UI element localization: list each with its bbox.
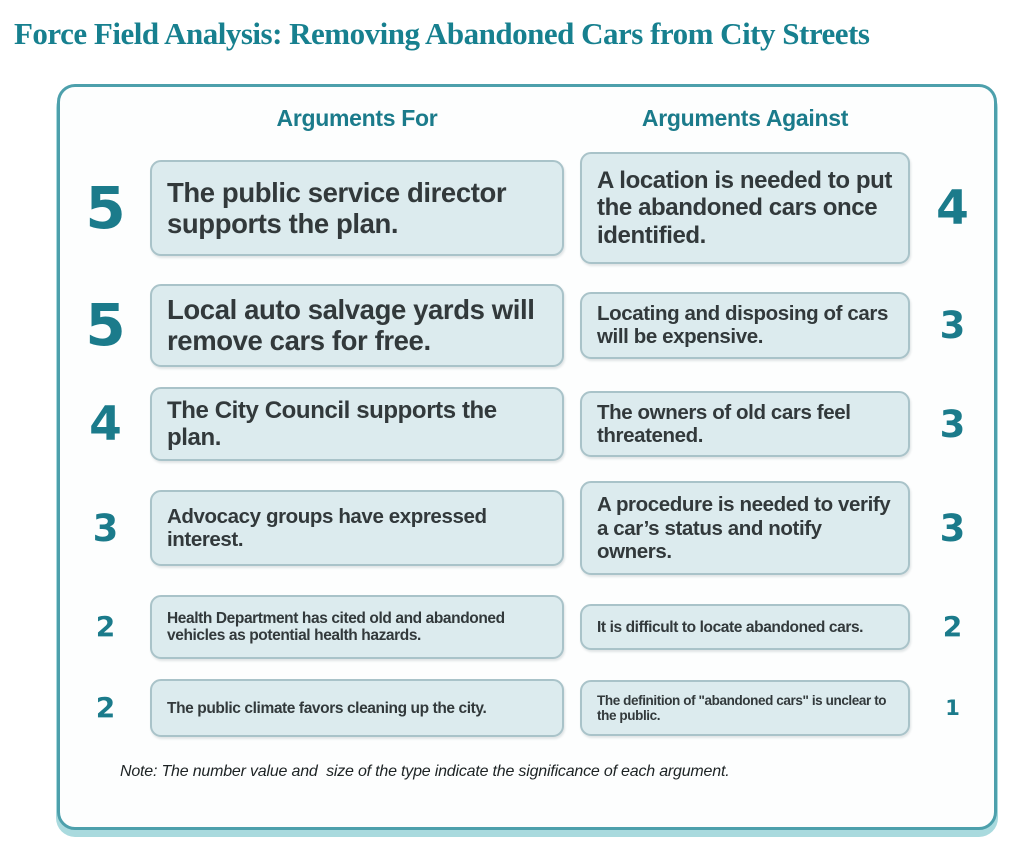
for-weight-number: 5 xyxy=(85,291,125,360)
against-argument-box: A procedure is needed to verify a car’s … xyxy=(580,481,910,576)
against-weight-number: 4 xyxy=(936,180,969,236)
against-argument-box: A location is needed to put the abandone… xyxy=(580,152,910,264)
for-weight-number: 3 xyxy=(92,506,119,550)
against-weight-number: 1 xyxy=(945,695,960,720)
against-weight-number: 3 xyxy=(939,506,966,550)
for-argument-box: The public climate favors cleaning up th… xyxy=(150,679,564,738)
for-argument-box: The public service director supports the… xyxy=(150,160,564,256)
against-weight-number: 3 xyxy=(939,402,966,446)
argument-row: 3 Advocacy groups have expressed interest… xyxy=(60,481,994,576)
for-weight-number: 5 xyxy=(85,174,125,242)
for-weight-number: 2 xyxy=(95,610,115,644)
for-weight-number: 2 xyxy=(95,691,115,725)
for-argument-box: Advocacy groups have expressed interest. xyxy=(150,490,564,567)
against-argument-box: It is difficult to locate abandoned cars… xyxy=(580,604,910,651)
significance-note: Note: The number value and size of the t… xyxy=(120,763,730,781)
for-argument-box: The City Council supports the plan. xyxy=(150,386,564,462)
for-argument-box: Local auto salvage yards will remove car… xyxy=(150,284,564,367)
against-weight-number: 2 xyxy=(942,610,962,644)
against-argument-box: The owners of old cars feel threatened. xyxy=(580,390,910,458)
against-argument-box: Locating and disposing of cars will be e… xyxy=(580,291,910,359)
for-weight-number: 4 xyxy=(89,396,122,452)
column-header-arguments-against: Arguments Against xyxy=(641,105,849,131)
argument-row: 5 The public service director supports th… xyxy=(60,152,994,264)
for-argument-box: Health Department has cited old and aban… xyxy=(150,595,564,660)
argument-row: 2 The public climate favors cleaning up t… xyxy=(60,679,994,738)
argument-row: 4 The City Council supports the plan.The … xyxy=(60,386,994,462)
column-header-arguments-for: Arguments For xyxy=(276,105,438,131)
argument-rows: 5 The public service director supports th… xyxy=(60,152,994,738)
argument-row: 2 Health Department has cited old and aba… xyxy=(60,595,994,660)
argument-row: 5 Local auto salvage yards will remove ca… xyxy=(60,284,994,367)
column-headers: Arguments For Arguments Against xyxy=(60,105,994,132)
page-title: Force Field Analysis: Removing Abandoned… xyxy=(14,16,870,51)
against-weight-number: 3 xyxy=(939,303,966,347)
against-argument-box: The definition of "abandoned cars" is un… xyxy=(580,680,910,737)
